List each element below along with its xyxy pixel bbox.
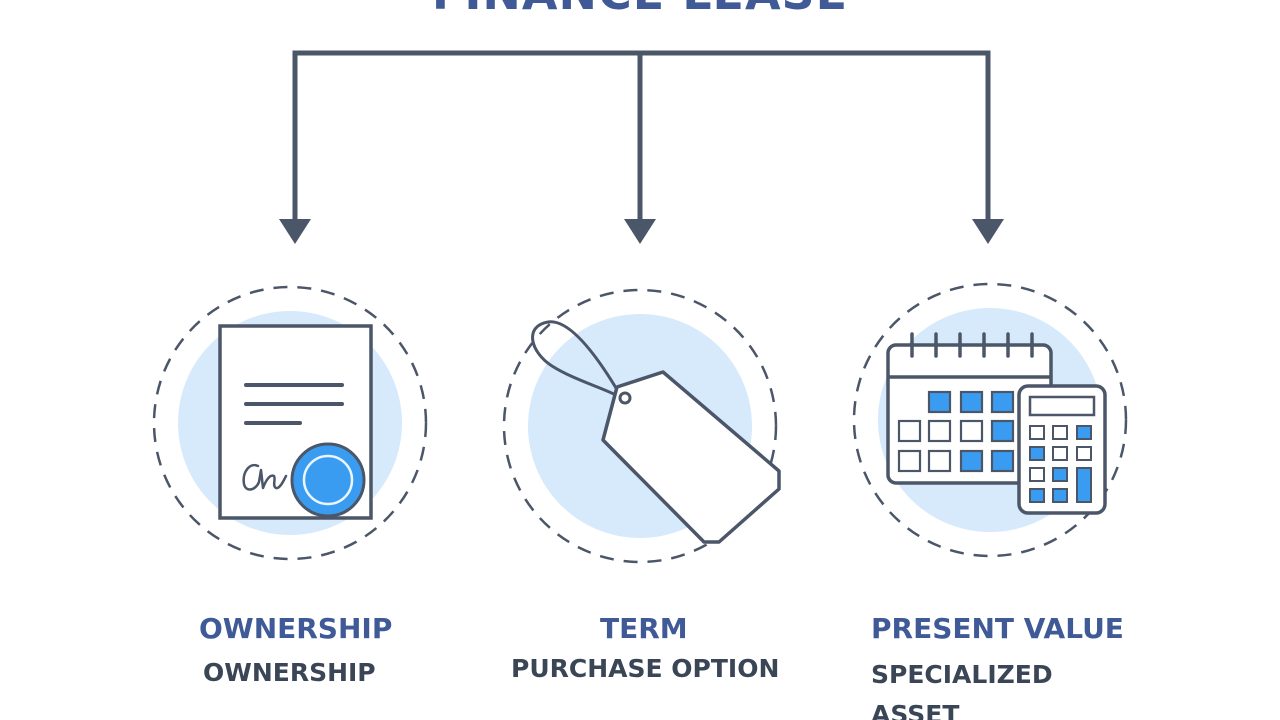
item-term-heading: TERM: [600, 612, 688, 645]
item-ownership-subtitle: OWNERSHIP: [203, 658, 376, 687]
item-present-value-heading: PRESENT VALUE: [871, 612, 1124, 645]
arrow-down-icon: [972, 219, 1004, 244]
item-present-value-subtitle-line1: SPECIALIZED: [871, 660, 1053, 689]
dashed-ring: [502, 288, 778, 564]
item-ownership-graphic: [152, 285, 428, 561]
dashed-ring: [852, 282, 1128, 558]
arrow-down-icon: [279, 219, 311, 244]
item-present-value-graphic: [852, 282, 1128, 558]
arrow-down-icon: [624, 219, 656, 244]
price-tag-icon: [531, 320, 781, 544]
dashed-ring: [152, 285, 428, 561]
item-present-value-subtitle-line2: ASSET: [871, 700, 960, 720]
connector-lines: [292, 50, 991, 225]
item-term-subtitle: PURCHASE OPTION: [511, 654, 780, 683]
item-ownership-heading: OWNERSHIP: [199, 612, 393, 645]
diagram-title: FINANCE LEASE: [0, 0, 1280, 20]
calendar-icon: [886, 332, 1053, 485]
calculator-icon: [1017, 384, 1107, 515]
item-term-graphic: [502, 288, 781, 564]
document-seal-icon: [218, 324, 373, 520]
